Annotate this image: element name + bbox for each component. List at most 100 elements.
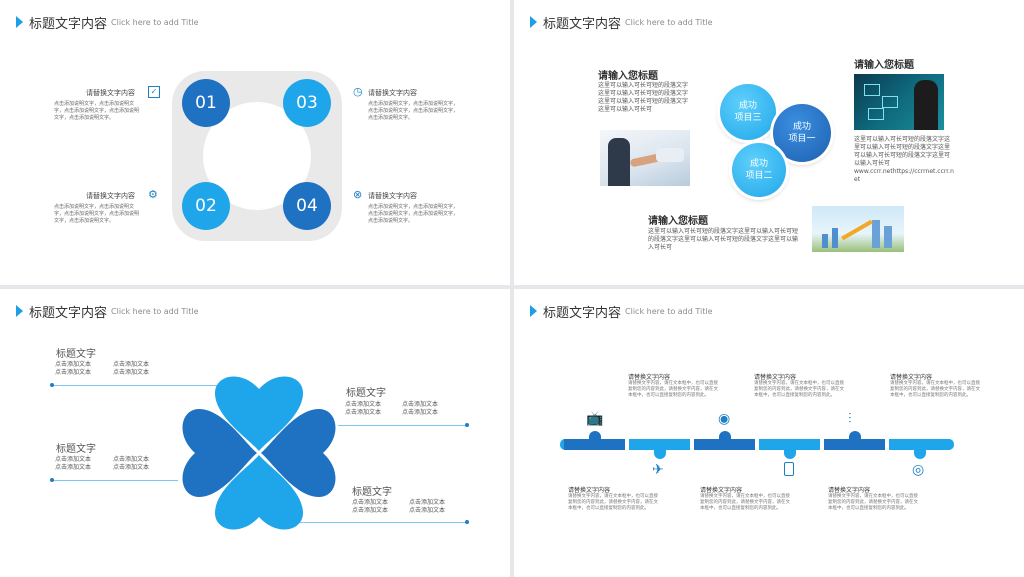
paper-plane-icon: ✈ bbox=[652, 462, 664, 478]
checkbox-icon: ✓ bbox=[148, 86, 160, 98]
block1-text[interactable]: 这里可以输入可长可短的段落文字这里可以输入可长可短的段落文字这里可以输入可长可短… bbox=[598, 82, 689, 113]
connector-dot-1 bbox=[50, 383, 54, 387]
group-2-title[interactable]: 标题文字 bbox=[56, 444, 96, 455]
block2-title[interactable]: 请输入您标题 bbox=[648, 216, 708, 227]
group-2-text-3[interactable]: 点击添加文本 bbox=[113, 456, 150, 463]
slide-subtitle[interactable]: Click here to add Title bbox=[625, 306, 713, 316]
bubble-2-line2: 项目二 bbox=[745, 171, 773, 181]
circle-02[interactable]: 02 bbox=[182, 182, 230, 230]
block3-text[interactable]: 这里可以输入可长可短的段落文字这里可以输入可长可短的段落文字这里可以输入可长可短… bbox=[854, 136, 951, 167]
slide-2[interactable]: 标题文字内容 Click here to add Title 请输入您标题 这里… bbox=[514, 0, 1024, 285]
block3-title[interactable]: 请输入您标题 bbox=[854, 60, 914, 71]
connector-line-2 bbox=[52, 480, 178, 481]
connector-line-4 bbox=[296, 522, 468, 523]
group-1-text-2[interactable]: 点击添加文本 bbox=[55, 369, 92, 376]
timeline-segment-1 bbox=[564, 439, 625, 450]
slide-header: 标题文字内容 Click here to add Title bbox=[530, 13, 713, 32]
item-2-title[interactable]: 请替换文字内容 bbox=[568, 487, 611, 494]
group-3-title[interactable]: 标题文字 bbox=[346, 388, 386, 399]
slide-subtitle[interactable]: Click here to add Title bbox=[111, 17, 199, 27]
item-4-title[interactable]: 请替换文字内容 bbox=[700, 487, 743, 494]
block1-title[interactable]: 请输入您标题 bbox=[598, 71, 658, 82]
item-1-title[interactable]: 请替换文字内容 bbox=[628, 374, 671, 381]
block3-link[interactable]: www.ccrr.nethttps://ccrrnet.ccrr.net bbox=[854, 168, 954, 183]
camera-icon: ◉ bbox=[718, 411, 731, 427]
clock-icon: ◷ bbox=[353, 85, 363, 98]
group-2-text-1[interactable]: 点击添加文本 bbox=[55, 456, 92, 463]
timeline-segment-3 bbox=[694, 439, 755, 450]
connector-line-1 bbox=[52, 385, 222, 386]
slide-title[interactable]: 标题文字内容 bbox=[543, 305, 622, 321]
slide-title[interactable]: 标题文字内容 bbox=[543, 16, 622, 32]
item-04-text[interactable]: 点击添加说明文字，点击添加说明文字，点击添加说明文字，点击添加说明文字，点击添加… bbox=[368, 204, 459, 224]
group-1-text-4[interactable]: 点击添加文本 bbox=[113, 369, 150, 376]
group-4-text-3[interactable]: 点击添加文本 bbox=[409, 499, 446, 506]
timeline-knob-2 bbox=[654, 450, 666, 459]
group-1-title[interactable]: 标题文字 bbox=[56, 349, 96, 360]
item-4-text[interactable]: 请替换文字内容，请在文本框中，也可以直接复制您的内容到此，请替换文字内容，请在文… bbox=[700, 494, 790, 511]
group-1-text-3[interactable]: 点击添加文本 bbox=[113, 361, 150, 368]
group-4-title[interactable]: 标题文字 bbox=[352, 487, 392, 498]
group-2-text-2[interactable]: 点击添加文本 bbox=[55, 464, 92, 471]
group-3-text-3[interactable]: 点击添加文本 bbox=[402, 401, 439, 408]
item-2-text[interactable]: 请替换文字内容，请在文本框中，也可以直接复制您的内容到此，请替换文字内容，请在文… bbox=[568, 494, 658, 511]
item-04-label[interactable]: 请替换文字内容 bbox=[368, 192, 417, 200]
tv-icon: 📺 bbox=[586, 411, 604, 427]
timeline-knob-3 bbox=[719, 431, 731, 440]
close-circle-icon: ⊗ bbox=[353, 188, 363, 201]
item-02-label[interactable]: 请替换文字内容 bbox=[86, 192, 135, 200]
timeline-segment-6 bbox=[889, 439, 950, 450]
item-6-text[interactable]: 请替换文字内容，请在文本框中，也可以直接复制您的内容到此，请替换文字内容，请在文… bbox=[828, 494, 918, 511]
group-4-text-1[interactable]: 点击添加文本 bbox=[352, 499, 389, 506]
slide-4[interactable]: 标题文字内容 Click here to add Title 📺 ✈ ◉ ⫶ ◎… bbox=[514, 289, 1024, 577]
item-02-text[interactable]: 点击添加说明文字，点击添加说明文字，点击添加说明文字，点击添加说明文字，点击添加… bbox=[54, 204, 140, 224]
bubble-2-line1: 成功 bbox=[749, 159, 768, 169]
growth-chart-photo bbox=[812, 206, 904, 252]
item-5-title[interactable]: 请替换文字内容 bbox=[890, 374, 933, 381]
slide-title[interactable]: 标题文字内容 bbox=[29, 305, 108, 321]
item-03-text[interactable]: 点击添加说明文字，点击添加说明文字，点击添加说明文字，点击添加说明文字，点击添加… bbox=[368, 101, 459, 121]
group-3-text-1[interactable]: 点击添加文本 bbox=[345, 401, 382, 408]
connector-dot-2 bbox=[50, 478, 54, 482]
item-1-text[interactable]: 请替换文字内容，请在文本框中，也可以直接复制您的内容到此，请替换文字内容，请在文… bbox=[628, 381, 718, 398]
group-4-text-2[interactable]: 点击添加文本 bbox=[352, 507, 389, 514]
item-6-title[interactable]: 请替换文字内容 bbox=[828, 487, 871, 494]
title-marker-icon bbox=[16, 16, 23, 28]
timeline-cap-right bbox=[944, 439, 954, 450]
group-2-text-4[interactable]: 点击添加文本 bbox=[113, 464, 150, 471]
item-01-label[interactable]: 请替换文字内容 bbox=[86, 89, 135, 97]
timeline-segment-4 bbox=[759, 439, 820, 450]
item-3-title[interactable]: 请替换文字内容 bbox=[754, 374, 797, 381]
equalizer-icon: ⫶ bbox=[848, 411, 852, 427]
slide-header: 标题文字内容 Click here to add Title bbox=[16, 13, 199, 32]
business-screen-photo bbox=[854, 74, 944, 130]
gear-icon: ⚙ bbox=[148, 188, 158, 201]
group-1-text-1[interactable]: 点击添加文本 bbox=[55, 361, 92, 368]
item-01-text[interactable]: 点击添加说明文字，点击添加说明文字，点击添加说明文字，点击添加说明文字，点击添加… bbox=[54, 101, 140, 121]
item-5-text[interactable]: 请替换文字内容，请在文本框中，也可以直接复制您的内容到此，请替换文字内容，请在文… bbox=[890, 381, 980, 398]
slide-subtitle[interactable]: Click here to add Title bbox=[625, 17, 713, 27]
disc-icon: ◎ bbox=[912, 462, 925, 478]
circle-01[interactable]: 01 bbox=[182, 79, 230, 127]
slide-1[interactable]: 标题文字内容 Click here to add Title 01 03 02 … bbox=[0, 0, 510, 285]
connector-dot-4 bbox=[465, 520, 469, 524]
circle-04[interactable]: 04 bbox=[283, 182, 331, 230]
slide-3[interactable]: 标题文字内容 Click here to add Title 标题文字 点击添加… bbox=[0, 289, 510, 577]
slide-subtitle[interactable]: Click here to add Title bbox=[111, 306, 199, 316]
title-marker-icon bbox=[530, 305, 537, 317]
group-4-text-4[interactable]: 点击添加文本 bbox=[409, 507, 446, 514]
handshake-photo bbox=[600, 130, 690, 186]
bubble-project-1[interactable]: 成功项目一 bbox=[773, 104, 831, 162]
bubble-project-3[interactable]: 成功项目三 bbox=[720, 84, 776, 140]
block2-text[interactable]: 这里可以输入可长可短的段落文字这里可以输入可长可短的段落文字这里可以输入可长可短… bbox=[648, 228, 799, 251]
title-marker-icon bbox=[530, 16, 537, 28]
group-3-text-4[interactable]: 点击添加文本 bbox=[402, 409, 439, 416]
bubble-project-2[interactable]: 成功项目二 bbox=[732, 143, 786, 197]
slide-title[interactable]: 标题文字内容 bbox=[29, 16, 108, 32]
item-03-label[interactable]: 请替换文字内容 bbox=[368, 89, 417, 97]
item-3-text[interactable]: 请替换文字内容，请在文本框中，也可以直接复制您的内容到此，请替换文字内容，请在文… bbox=[754, 381, 844, 398]
circle-03[interactable]: 03 bbox=[283, 79, 331, 127]
group-3-text-2[interactable]: 点击添加文本 bbox=[345, 409, 382, 416]
connector-dot-3 bbox=[465, 423, 469, 427]
timeline-knob-5 bbox=[849, 431, 861, 440]
